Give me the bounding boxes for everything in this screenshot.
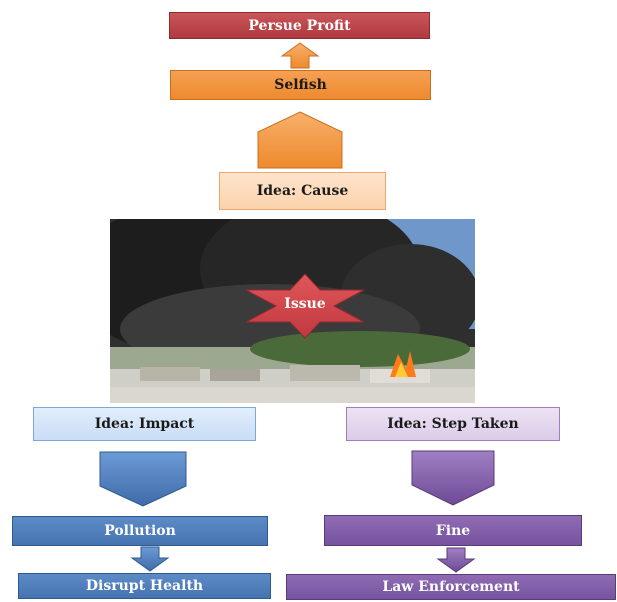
- fine-box: Fine: [324, 515, 582, 546]
- issue-star-icon: [245, 273, 365, 339]
- photo-scene: [110, 219, 475, 403]
- idea-impact-label: Idea: Impact: [94, 416, 195, 432]
- up-arrow-large-icon: [257, 111, 343, 169]
- fine-label: Fine: [435, 522, 471, 539]
- down-pentagon-purple-icon: [411, 450, 495, 506]
- idea-cause-label: Idea: Cause: [256, 183, 349, 199]
- smoke-fire-photo: [110, 219, 475, 403]
- idea-cause-box: Idea: Cause: [219, 172, 386, 210]
- disrupt-health-label: Disrupt Health: [85, 578, 204, 594]
- down-arrow-purple-icon: [436, 547, 476, 573]
- disrupt-health-box: Disrupt Health: [18, 573, 271, 599]
- down-pentagon-blue-icon: [99, 451, 187, 507]
- law-enforcement-label: Law Enforcement: [382, 579, 520, 595]
- persue-profit-label: Persue Profit: [248, 17, 351, 34]
- persue-profit-box: Persue Profit: [169, 12, 430, 39]
- issue-label: Issue: [284, 296, 326, 312]
- pollution-box: Pollution: [12, 516, 268, 546]
- law-enforcement-box: Law Enforcement: [286, 574, 616, 600]
- down-arrow-blue-icon: [130, 546, 170, 572]
- selfish-label: Selfish: [274, 77, 327, 93]
- idea-impact-box: Idea: Impact: [33, 407, 256, 441]
- idea-step-taken-label: Idea: Step Taken: [387, 416, 519, 432]
- up-arrow-small-icon: [280, 42, 320, 69]
- selfish-box: Selfish: [170, 70, 431, 100]
- idea-step-taken-box: Idea: Step Taken: [346, 407, 560, 441]
- pollution-label: Pollution: [104, 523, 176, 539]
